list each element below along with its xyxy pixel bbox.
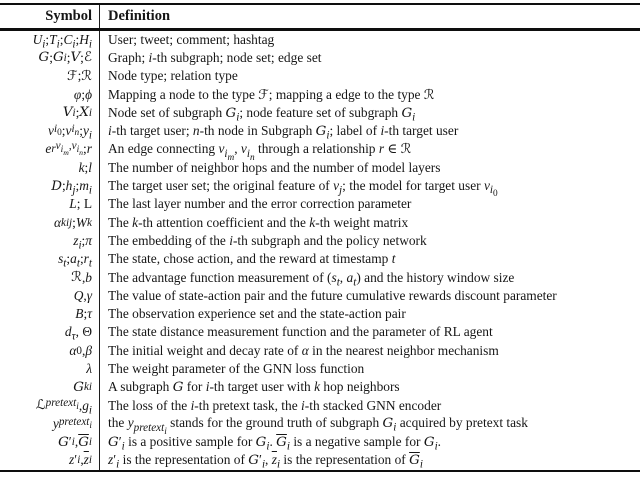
symbol-cell: B; τ <box>0 304 100 324</box>
table-row: k; l The number of neighbor hops and the… <box>0 158 640 177</box>
notation-table: Symbol Definition Ui; Ti; Ci; Hi User; t… <box>0 3 640 473</box>
table-top-rule <box>0 3 640 5</box>
definition-cell: The embedding of the i-th subgraph and t… <box>108 232 427 248</box>
definition-cell: The value of state-action pair and the f… <box>108 287 557 303</box>
symbol-cell: Ui; Ti; Ci; Hi <box>0 30 100 50</box>
table-body: Ui; Ti; Ci; Hi User; tweet; comment; has… <box>0 30 640 472</box>
definition-cell: Graph; i-th subgraph; node set; edge set <box>108 49 322 65</box>
definition-cell: The weight parameter of the GNN loss fun… <box>108 360 365 376</box>
table-row: Q, γ The value of state-action pair and … <box>0 286 640 305</box>
table-row: L; L The last layer number and the error… <box>0 195 640 214</box>
definition-cell: The observation experience set and the s… <box>108 306 406 322</box>
definition-cell: The loss of the i-th pretext task, the i… <box>108 397 442 413</box>
table-row: st; at; rt The state, chose action, and … <box>0 250 640 269</box>
symbol-cell: ℱ; ℛ <box>0 67 100 86</box>
table-row: φ; ϕ Mapping a node to the type ℱ; mappi… <box>0 85 640 104</box>
definition-cell: i-th target user; n-th node in Subgraph … <box>108 123 459 142</box>
symbol-column-header: Symbol <box>0 5 100 28</box>
definition-cell: Mapping a node to the type ℱ; mapping a … <box>108 86 435 103</box>
symbol-cell: D; hj; mi <box>0 176 100 196</box>
definition-cell: The state distance measurement function … <box>108 324 493 340</box>
definition-cell: G′i is a positive sample for Gi. Gi is a… <box>108 434 442 453</box>
table-row: zi; π The embedding of the i-th subgraph… <box>0 231 640 251</box>
symbol-cell: Q, γ <box>0 286 100 305</box>
symbol-cell: ℛ, b <box>0 268 100 287</box>
table-row: ℱ; ℛ Node type; relation type <box>0 67 640 86</box>
definition-cell: The state, chose action, and the reward … <box>108 251 396 267</box>
table-bottom-rule <box>0 469 640 473</box>
definition-cell: An edge connecting vim, vin through a re… <box>108 140 412 163</box>
definition-cell: The target user set; the original featur… <box>108 177 498 200</box>
definition-cell: User; tweet; comment; hashtag <box>108 31 275 47</box>
table-row: Ui; Ti; Ci; Hi User; tweet; comment; has… <box>0 30 640 50</box>
definition-cell: Node type; relation type <box>108 68 238 84</box>
symbol-cell: dτ, Θ <box>0 323 100 343</box>
symbol-cell: zi; π <box>0 231 100 251</box>
symbol-cell: k; l <box>0 158 100 177</box>
table-row: ℛ, b The advantage function measurement … <box>0 268 640 289</box>
symbol-cell: λ <box>0 359 100 379</box>
definition-cell: the ypretexti stands for the ground trut… <box>108 415 528 438</box>
definition-cell: The initial weight and decay rate of α i… <box>108 342 499 358</box>
definition-cell: The last layer number and the error corr… <box>108 196 412 212</box>
definition-cell: Node set of subgraph Gi; node feature se… <box>108 104 416 124</box>
definition-cell: The number of neighbor hops and the numb… <box>108 159 441 175</box>
symbol-cell: φ; ϕ <box>0 85 100 104</box>
definition-cell: The advantage function measurement of (s… <box>108 269 515 289</box>
symbol-cell: L; L <box>0 195 100 214</box>
table-header-rule <box>0 28 640 31</box>
table-row: B; τ The observation experience set and … <box>0 304 640 324</box>
table-row: dτ, Θ The state distance measurement fun… <box>0 323 640 343</box>
definition-cell: A subgraph G for i-th target user with k… <box>108 379 400 396</box>
table-row: D; hj; mi The target user set; the origi… <box>0 176 640 200</box>
definition-cell: The k-th attention coefficient and the k… <box>108 214 409 230</box>
table-row: λ The weight parameter of the GNN loss f… <box>0 359 640 379</box>
symbol-cell: st; at; rt <box>0 250 100 269</box>
definition-cell: z′i is the representation of G′i, zi is … <box>108 452 423 472</box>
definition-column-header: Definition <box>108 8 171 24</box>
table-header: Symbol Definition <box>0 5 640 28</box>
